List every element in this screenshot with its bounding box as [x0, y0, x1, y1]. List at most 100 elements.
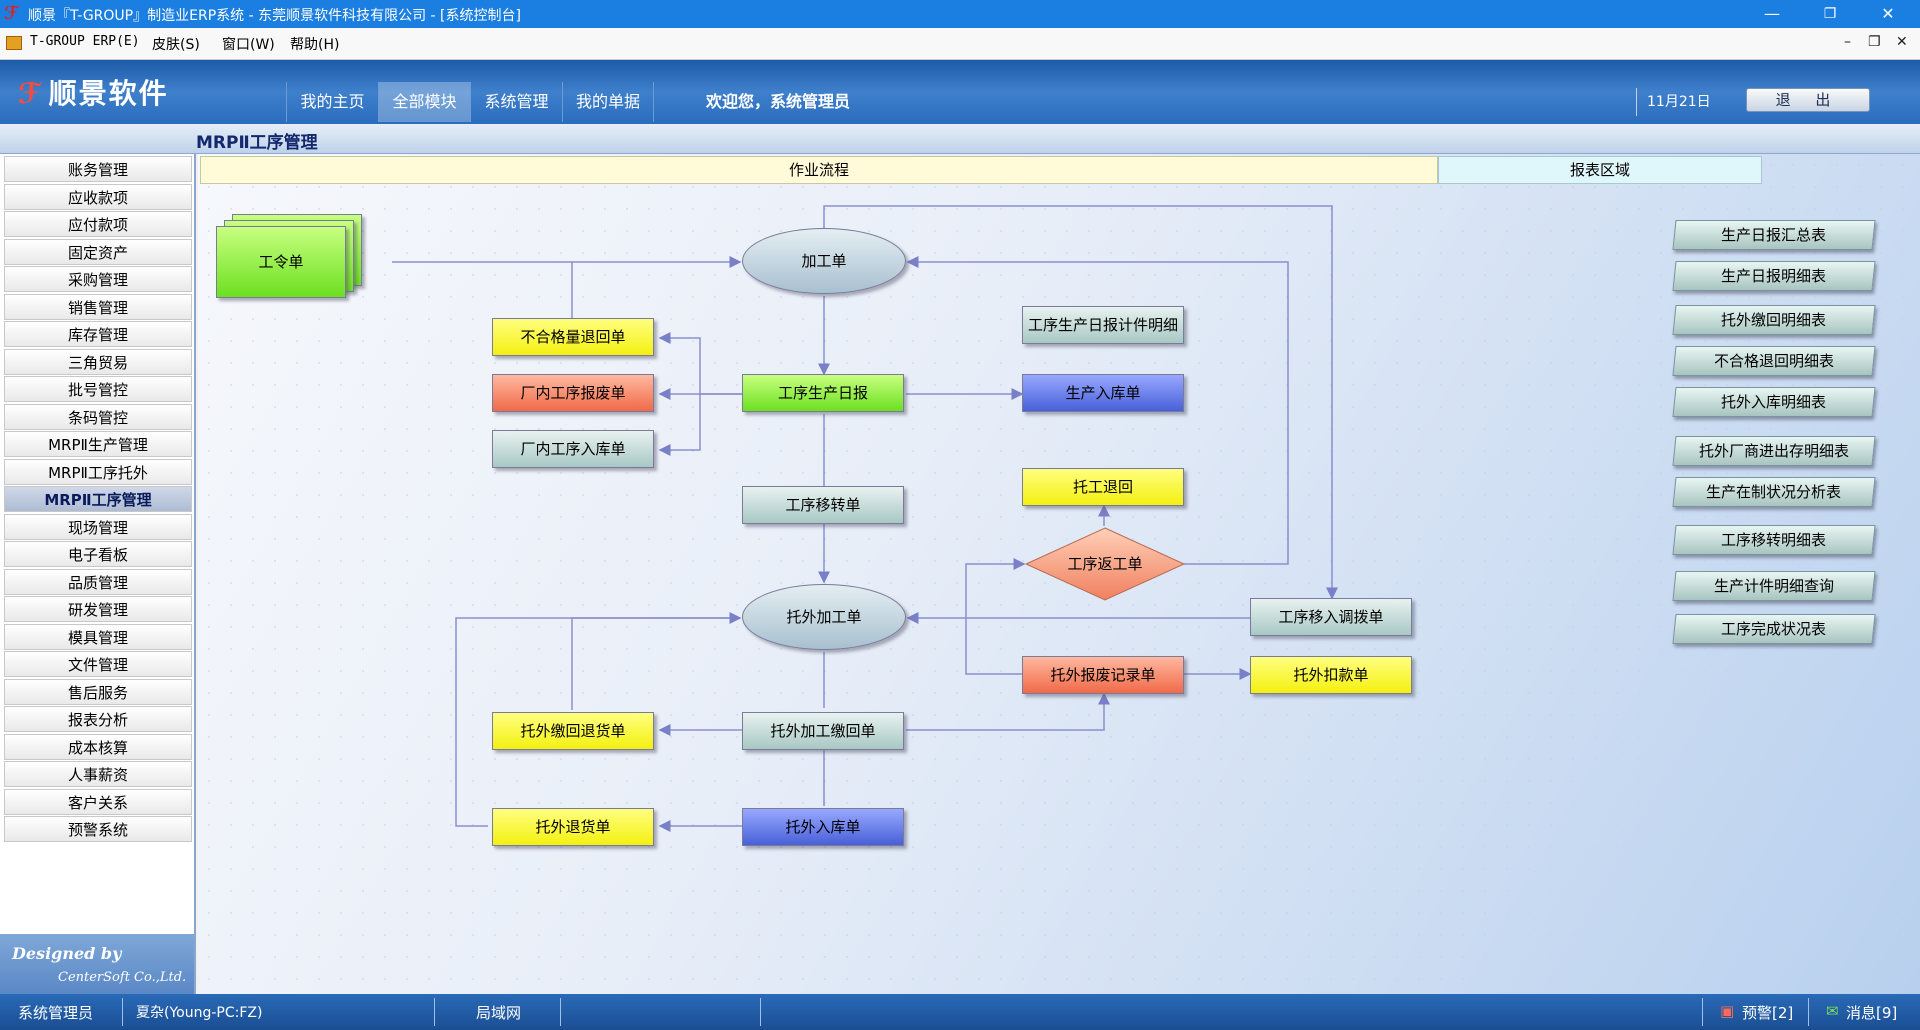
- close-button[interactable]: ✕: [1881, 4, 1895, 23]
- status-separator: [1808, 998, 1809, 1026]
- tab-my-documents[interactable]: 我的单据: [562, 82, 654, 122]
- sidebar-item[interactable]: 采购管理: [4, 266, 192, 292]
- report-link[interactable]: 托外缴回明细表: [1672, 305, 1876, 335]
- sidebar-item[interactable]: 人事薪资: [4, 761, 192, 787]
- node-rework-shape: [1024, 527, 1186, 601]
- node-outsource-stock-in[interactable]: 托外入库单: [742, 808, 904, 846]
- restore-button[interactable]: ❐: [1823, 6, 1837, 22]
- module-sidebar: 账务管理应收款项应付款项固定资产采购管理销售管理库存管理三角贸易批号管控条码管控…: [0, 154, 196, 994]
- sidebar-item[interactable]: 文件管理: [4, 651, 192, 677]
- status-separator: [434, 998, 435, 1026]
- sidebar-item[interactable]: 预警系统: [4, 816, 192, 842]
- node-outsource-return-goods[interactable]: 托外缴回退货单: [492, 712, 654, 750]
- sidebar-item[interactable]: 电子看板: [4, 541, 192, 567]
- sidebar-item[interactable]: MRPⅡ生产管理: [4, 431, 192, 457]
- node-unqualified-return[interactable]: 不合格量退回单: [492, 318, 654, 356]
- message-indicator[interactable]: 消息[9]: [1846, 1004, 1898, 1022]
- node-daily-report[interactable]: 工序生产日报: [742, 374, 904, 412]
- alert-icon: ▣: [1720, 1002, 1735, 1020]
- sidebar-item[interactable]: 应收款项: [4, 183, 192, 210]
- node-outsource-deduct[interactable]: 托外扣款单: [1250, 656, 1412, 694]
- node-outsource-return-receipt[interactable]: 托外加工缴回单: [742, 712, 904, 750]
- node-stock-in-internal[interactable]: 厂内工序入库单: [492, 430, 654, 468]
- report-link[interactable]: 工序完成状况表: [1672, 614, 1876, 644]
- report-link[interactable]: 生产计件明细查询: [1672, 571, 1876, 601]
- menu-erp[interactable]: T-GROUP ERP(E): [30, 34, 140, 49]
- status-separator: [1702, 998, 1703, 1026]
- report-link-label: 生产计件明细查询: [1713, 577, 1834, 595]
- tab-all-modules[interactable]: 全部模块: [378, 82, 470, 122]
- sidebar-item[interactable]: 报表分析: [4, 706, 192, 732]
- node-outsource-process[interactable]: 托外加工单: [742, 584, 906, 650]
- designed-by-logo: Designed by CenterSoft Co.,Ltd.: [0, 934, 194, 994]
- sidebar-item[interactable]: 模具管理: [4, 623, 192, 650]
- menu-bar: T-GROUP ERP(E) 皮肤(S) 窗口(W) 帮助(H) – ❐ ✕: [0, 28, 1920, 60]
- node-production-in[interactable]: 生产入库单: [1022, 374, 1184, 412]
- minimize-button[interactable]: —: [1764, 4, 1780, 23]
- sidebar-item[interactable]: 库存管理: [4, 321, 192, 347]
- node-rework[interactable]: 工序返工单: [1067, 555, 1143, 573]
- node-outsource-return-back[interactable]: 托工退回: [1022, 468, 1184, 506]
- logout-button[interactable]: 退 出: [1746, 88, 1870, 112]
- report-link-label: 托外入库明细表: [1721, 393, 1827, 411]
- menu-window[interactable]: 窗口(W): [222, 37, 275, 53]
- status-bar: 系统管理员 夏杂(Young-PC:FZ) 局域网 ▣ 预警[2] ✉ 消息[9…: [0, 994, 1920, 1030]
- menu-skin[interactable]: 皮肤(S): [152, 37, 200, 53]
- sidebar-item[interactable]: 成本核算: [4, 733, 192, 760]
- sidebar-item[interactable]: MRPⅡ工序管理: [4, 486, 192, 512]
- node-transfer[interactable]: 工序移转单: [742, 486, 904, 524]
- node-outsource-refund[interactable]: 托外退货单: [492, 808, 654, 846]
- report-link[interactable]: 托外入库明细表: [1672, 387, 1876, 417]
- report-link[interactable]: 生产日报汇总表: [1672, 220, 1876, 250]
- report-link-label: 工序完成状况表: [1721, 620, 1827, 638]
- sidebar-item[interactable]: MRPⅡ工序托外: [4, 458, 192, 485]
- workflow-canvas: 作业流程 报表区域: [198, 154, 1920, 994]
- report-link[interactable]: 生产日报明细表: [1672, 261, 1876, 291]
- brand-mark-icon: ℱ: [18, 77, 43, 110]
- status-network: 局域网: [476, 1004, 522, 1022]
- sidebar-item[interactable]: 批号管控: [4, 376, 192, 402]
- alert-indicator[interactable]: 预警[2]: [1742, 1004, 1794, 1022]
- node-process-order[interactable]: 加工单: [742, 228, 906, 294]
- report-link[interactable]: 生产在制状况分析表: [1672, 477, 1876, 507]
- mdi-restore-button[interactable]: ❐: [1868, 34, 1881, 50]
- status-user: 系统管理员: [18, 1004, 94, 1022]
- status-separator: [560, 998, 561, 1026]
- report-link[interactable]: 工序移转明细表: [1672, 525, 1876, 555]
- report-link[interactable]: 托外厂商进出存明细表: [1672, 436, 1876, 466]
- sidebar-item[interactable]: 品质管理: [4, 568, 192, 595]
- window-title: 顺景『T-GROUP』制造业ERP系统 - 东莞顺景软件科技有限公司 - [系统…: [28, 8, 521, 24]
- report-link[interactable]: 不合格退回明细表: [1672, 346, 1876, 376]
- message-icon: ✉: [1826, 1002, 1839, 1020]
- status-separator: [760, 998, 761, 1026]
- mdi-minimize-button[interactable]: –: [1844, 34, 1851, 50]
- node-piecework-detail[interactable]: 工序生产日报计件明细: [1022, 306, 1184, 344]
- sidebar-item[interactable]: 研发管理: [4, 596, 192, 622]
- date-display: 11月21日: [1636, 88, 1711, 116]
- report-link-label: 生产日报汇总表: [1721, 226, 1827, 244]
- node-move-in[interactable]: 工序移入调拨单: [1250, 598, 1412, 636]
- mdi-close-button[interactable]: ✕: [1896, 34, 1908, 50]
- node-work-order[interactable]: 工令单: [216, 226, 346, 298]
- flow-area-header: 作业流程: [200, 156, 1438, 184]
- report-link-label: 生产日报明细表: [1721, 267, 1827, 285]
- sidebar-item[interactable]: 现场管理: [4, 513, 192, 540]
- report-link-label: 生产在制状况分析表: [1706, 483, 1842, 501]
- app-logo-icon: ℱ: [4, 3, 19, 24]
- sidebar-item[interactable]: 售后服务: [4, 678, 192, 705]
- node-scrap-in[interactable]: 厂内工序报废单: [492, 374, 654, 412]
- tab-system-admin[interactable]: 系统管理: [470, 82, 562, 122]
- sidebar-item[interactable]: 销售管理: [4, 293, 192, 320]
- sidebar-item[interactable]: 客户关系: [4, 788, 192, 815]
- sidebar-item[interactable]: 应付款项: [4, 211, 192, 237]
- sidebar-item[interactable]: 固定资产: [4, 238, 192, 265]
- node-outsource-scrap[interactable]: 托外报废记录单: [1022, 656, 1184, 694]
- page-title: MRPⅡ工序管理: [196, 133, 318, 153]
- report-area-header: 报表区域: [1438, 156, 1762, 184]
- sidebar-item[interactable]: 账务管理: [4, 156, 192, 182]
- sidebar-item[interactable]: 条码管控: [4, 403, 192, 430]
- tab-my-home[interactable]: 我的主页: [286, 82, 378, 122]
- sidebar-item[interactable]: 三角贸易: [4, 348, 192, 375]
- report-link-label: 托外缴回明细表: [1721, 311, 1827, 329]
- menu-help[interactable]: 帮助(H): [290, 37, 340, 53]
